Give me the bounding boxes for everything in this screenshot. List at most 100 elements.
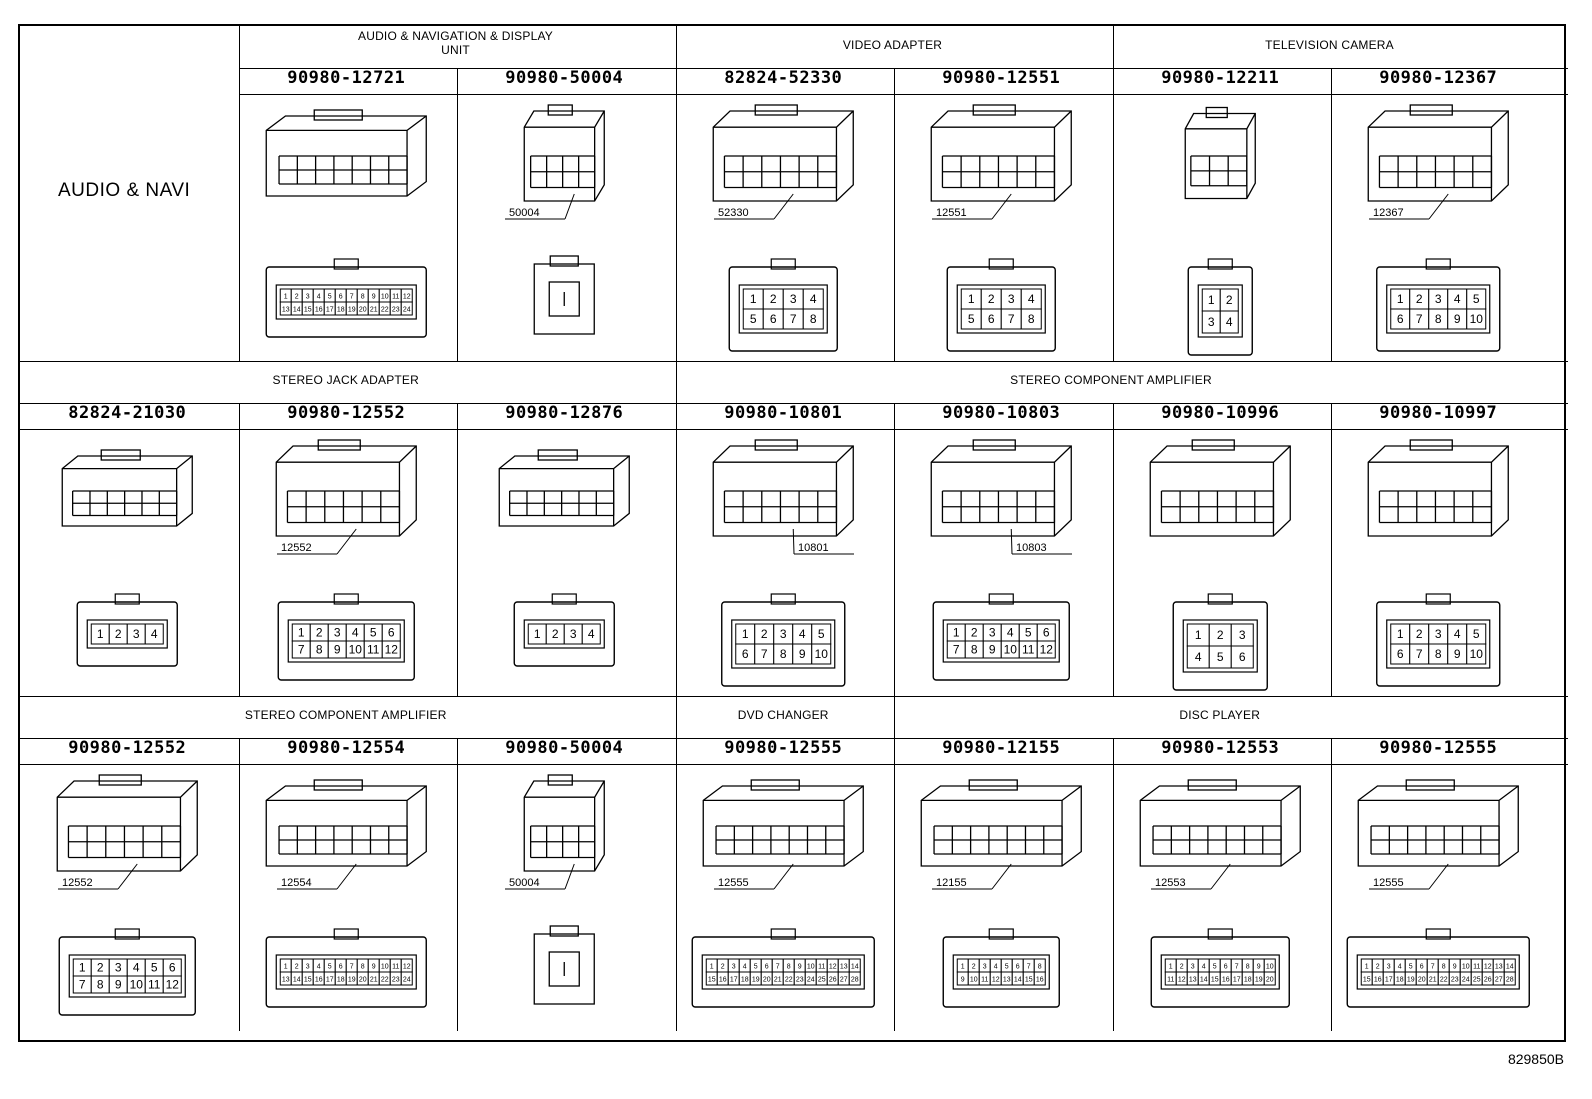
grid-rule-horizontal	[20, 429, 1568, 430]
connector-housing-drawing	[1184, 106, 1256, 200]
pin-number: 22	[381, 307, 389, 314]
pin-number: 6	[770, 312, 777, 326]
pin-number: 5	[328, 294, 332, 301]
pin-number: 14	[851, 964, 859, 971]
pin-number: 4	[151, 627, 158, 641]
part-number: 90980-10803	[942, 403, 1061, 423]
pin-number: 15	[304, 977, 312, 984]
face-shell	[1187, 266, 1253, 356]
part-number: 90980-12552	[287, 403, 406, 423]
part-number: 90980-12555	[1379, 738, 1498, 758]
pin-number: 24	[1462, 977, 1470, 984]
pin-number: 24	[403, 307, 411, 314]
callout-label: 12554	[281, 877, 312, 889]
pin-number: 9	[961, 977, 965, 984]
pin-cell	[144, 623, 164, 645]
grid-rule-horizontal	[20, 403, 1568, 404]
pin-number: 4	[1398, 964, 1402, 971]
pin-number: 14	[1506, 964, 1514, 971]
face-shell	[265, 936, 427, 1008]
pin-number: 8	[1435, 312, 1442, 326]
pin-number: 27	[1495, 977, 1503, 984]
pin-number: 20	[359, 977, 367, 984]
callout-leader	[1010, 528, 1072, 555]
pin-face-frame	[86, 619, 168, 649]
callout-label: 10801	[798, 542, 829, 554]
pin-number: 6	[339, 964, 343, 971]
face-latch	[114, 593, 140, 605]
pin-number: 9	[334, 643, 341, 657]
part-number: 90980-12876	[505, 403, 624, 423]
pin-number: 11	[818, 964, 825, 971]
part-number: 90980-12367	[1379, 68, 1498, 88]
pin-number: 3	[1239, 628, 1246, 642]
pin-number: 15	[1363, 977, 1371, 984]
pin-number: 3	[1435, 292, 1442, 306]
grid-rule-vertical	[676, 403, 677, 696]
pin-number: 4	[1028, 292, 1035, 306]
pin-number: 5	[1005, 964, 1009, 971]
grid-rule-vertical	[239, 738, 240, 1031]
pin-face-frame	[738, 284, 828, 334]
pin-number: 12	[166, 978, 180, 992]
grid-rule-horizontal	[20, 696, 1568, 697]
pin-number: 5	[754, 964, 758, 971]
pin-number: 2	[971, 626, 978, 640]
pin-number: 15	[708, 977, 716, 984]
callout-leader	[58, 863, 138, 890]
connector-sheet: AUDIO & NAVI AUDIO & NAVIGATION & DISPLA…	[18, 24, 1568, 1042]
pin-number: 1	[1195, 628, 1202, 642]
pin-number: 5	[750, 312, 757, 326]
pin-number: 3	[570, 627, 577, 641]
pin-cell	[1036, 640, 1056, 659]
face-latch	[1425, 593, 1451, 605]
pin-number: 7	[1008, 312, 1015, 326]
callout-leader	[277, 528, 357, 555]
pin-face-frame	[523, 619, 605, 649]
callout-leader	[1369, 863, 1449, 890]
pin-number: 1	[750, 292, 757, 306]
face-shell	[513, 601, 615, 667]
connector-housing-drawing	[498, 449, 630, 527]
face-shell	[1376, 601, 1501, 687]
part-number: 90980-12155	[942, 738, 1061, 758]
pin-number: 6	[1397, 647, 1404, 661]
callout-label: 12552	[281, 542, 312, 554]
pin-number: 8	[1028, 312, 1035, 326]
pin-number: 25	[818, 977, 826, 984]
grid-rule-vertical	[894, 403, 895, 696]
pin-number: 8	[1435, 647, 1442, 661]
face-latch	[988, 258, 1014, 270]
pin-number: 3	[790, 292, 797, 306]
pin-number: 1	[1397, 292, 1404, 306]
pin-number: 3	[1208, 315, 1215, 329]
pin-number: 3	[1191, 964, 1195, 971]
footer-code: 829850B	[1507, 1051, 1564, 1067]
pin-cell	[848, 971, 861, 986]
coax-face-drawing	[533, 925, 595, 1005]
callout-leader	[932, 193, 1012, 220]
face-latch	[1207, 928, 1233, 940]
connector-housing-drawing	[61, 449, 193, 527]
pin-number: 5	[1217, 650, 1224, 664]
pin-cell	[1263, 971, 1276, 986]
pin-number: 8	[971, 643, 978, 657]
pin-cell	[1020, 308, 1042, 330]
grid-rule-vertical	[676, 68, 677, 361]
pin-number: 1	[79, 961, 86, 975]
pin-number: 3	[989, 626, 996, 640]
pin-number: 14	[1200, 977, 1208, 984]
pin-number: 21	[370, 307, 378, 314]
pin-number: 2	[295, 294, 299, 301]
pin-number: 15	[1025, 977, 1033, 984]
pin-number: 12	[403, 294, 411, 301]
pin-number: 1	[968, 292, 975, 306]
pin-number: 19	[348, 977, 356, 984]
pin-number: 28	[851, 977, 859, 984]
pin-number: 6	[339, 294, 343, 301]
